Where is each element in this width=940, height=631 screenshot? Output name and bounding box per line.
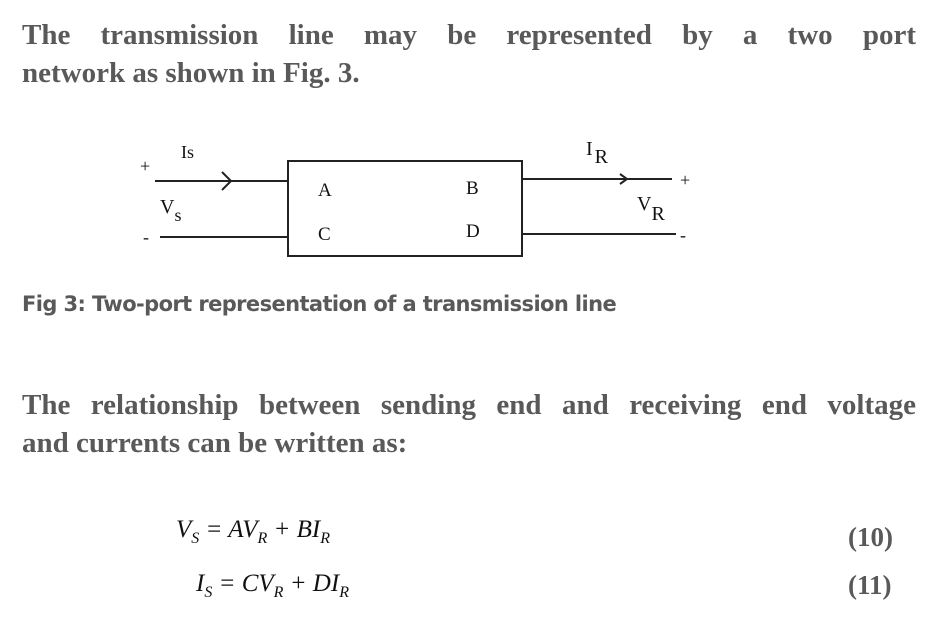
intro-line-1: The transmission line may be represented… bbox=[22, 19, 916, 51]
plus-right: + bbox=[680, 170, 690, 190]
is-arrow-icon bbox=[221, 171, 233, 191]
is-label: Is bbox=[181, 142, 194, 162]
vs-label: Vs bbox=[160, 196, 181, 225]
equation-10: VS = AVR + BIR bbox=[176, 516, 331, 547]
param-a: A bbox=[318, 180, 332, 201]
equation-11: IS = CVR + DIR bbox=[196, 570, 349, 601]
relation-line-1: The relationship between sending end and… bbox=[22, 389, 916, 421]
plus-left: + bbox=[140, 156, 150, 176]
intro-paragraph: The transmission line may be represented… bbox=[22, 16, 916, 92]
figure-caption: Fig 3: Two-port representation of a tran… bbox=[22, 292, 617, 316]
param-d: D bbox=[466, 221, 480, 242]
relation-paragraph: The relationship between sending end and… bbox=[22, 386, 916, 462]
relation-line-2: and currents can be written as: bbox=[22, 427, 408, 459]
intro-line-2: network as shown in Fig. 3. bbox=[22, 57, 360, 89]
equation-number-11: (11) bbox=[848, 570, 892, 600]
vr-label: VR bbox=[637, 193, 665, 225]
two-port-box bbox=[287, 160, 523, 257]
param-b: B bbox=[466, 178, 479, 199]
ir-arrow-icon bbox=[619, 173, 629, 185]
minus-left: - bbox=[143, 227, 149, 247]
equation-number-10: (10) bbox=[848, 522, 893, 552]
param-c: C bbox=[318, 224, 331, 245]
minus-right: - bbox=[680, 225, 686, 245]
